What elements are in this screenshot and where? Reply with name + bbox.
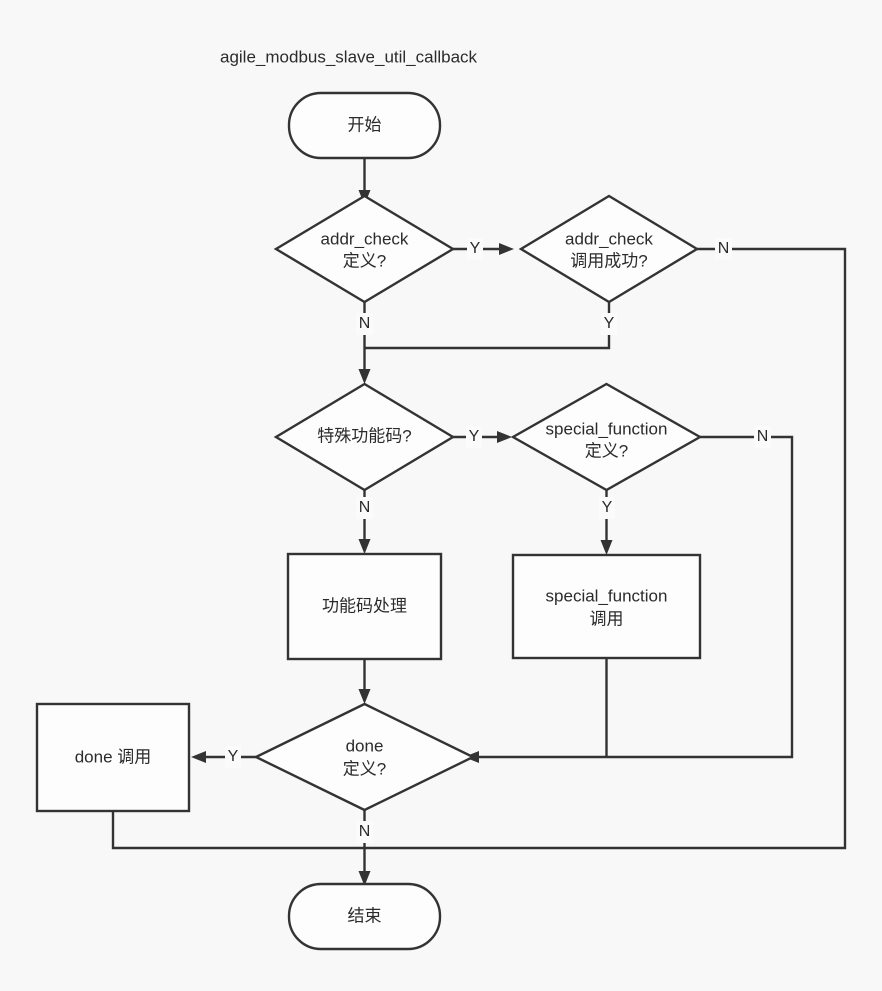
arrowhead-function-process-to-done <box>358 689 371 704</box>
edge-label-addr-check-yes-text: Y <box>470 240 481 257</box>
node-layer: 开始 addr_check 定义? addr_check 调用成功? 特殊功能码… <box>35 91 703 951</box>
special-code-label-1: 特殊功能码? <box>317 426 411 445</box>
edge-done-call-to-end <box>111 811 365 850</box>
end-node-shape <box>287 882 442 951</box>
edge-label-special-function-yes: Y <box>599 497 615 519</box>
done-call-label-1: done 调用 <box>75 747 152 766</box>
node-start[interactable]: 开始 <box>287 91 442 160</box>
addr-check-defined-shape <box>273 194 456 304</box>
arrowhead-special-code-no <box>358 539 371 554</box>
node-special-function-defined[interactable]: special_function 定义? <box>510 382 703 492</box>
edge-label-addr-check-success-no-bg <box>715 238 732 260</box>
start-node-label: 开始 <box>348 115 382 134</box>
node-special-code[interactable]: 特殊功能码? <box>273 382 456 492</box>
node-done-defined[interactable]: done 定义? <box>253 702 476 812</box>
edge-label-addr-check-yes: Y <box>467 238 483 260</box>
edge-label-special-code-no-text: N <box>359 499 371 516</box>
done-defined-shape <box>253 702 476 812</box>
arrowhead-addr-check-no <box>358 369 371 384</box>
edge-label-addr-check-success-no: N <box>715 238 732 260</box>
node-addr-check-success[interactable]: addr_check 调用成功? <box>518 194 700 304</box>
edge-label-special-code-yes-text: Y <box>469 428 480 445</box>
special-function-defined-shape <box>510 382 703 492</box>
edge-label-done-yes: Y <box>225 746 241 768</box>
edge-label-done-yes-text: Y <box>228 748 239 765</box>
node-special-function-call[interactable]: special_function 调用 <box>511 553 702 660</box>
edge-label-done-no-bg <box>356 821 373 843</box>
edge-addr-check-success-no <box>364 247 847 850</box>
edge-label-special-code-no-bg <box>356 497 373 519</box>
special-function-call-label-1: special_function <box>546 586 668 605</box>
edge-label-special-function-yes-bg <box>599 497 615 519</box>
arrowhead-done-no <box>358 871 371 886</box>
node-end[interactable]: 结束 <box>287 882 442 951</box>
addr-check-defined-label-2: 定义? <box>343 251 386 270</box>
edge-label-special-code-yes-bg <box>466 426 482 448</box>
edge-layer: addr_check_success --> down to special_c… <box>111 158 847 886</box>
end-node-label: 结束 <box>348 906 382 925</box>
addr-check-defined-label-1: addr_check <box>321 229 409 248</box>
edge-label-layer: Y N N Y Y N <box>225 238 771 843</box>
edge-label-special-function-no: N <box>754 426 771 448</box>
arrowhead-special-function-yes <box>600 540 613 555</box>
edge-label-addr-check-no: N <box>356 313 373 335</box>
edge-label-done-no: N <box>356 821 373 843</box>
special-function-call-shape <box>511 553 702 660</box>
node-done-call[interactable]: done 调用 <box>35 702 191 813</box>
special-function-defined-label-1: special_function <box>546 419 668 438</box>
page-title: agile_modbus_slave_util_callback <box>220 47 478 66</box>
edge-label-special-function-no-text: N <box>757 428 769 445</box>
special-function-call-label-2: 调用 <box>590 609 624 628</box>
edge-label-special-code-no: N <box>356 497 373 519</box>
arrowhead-special-code-yes <box>497 431 512 443</box>
addr-check-success-shape <box>518 194 700 304</box>
edge-special-function-no <box>473 435 794 759</box>
edge-label-addr-check-no-text: N <box>359 315 371 332</box>
edge-label-addr-check-success-yes: Y <box>601 313 617 335</box>
edge-label-addr-check-success-yes-bg <box>601 313 617 335</box>
function-code-process-shape <box>286 552 443 661</box>
edge-label-special-code-yes: Y <box>466 426 482 448</box>
edge-label-done-yes-bg <box>225 746 241 768</box>
node-addr-check-defined[interactable]: addr_check 定义? <box>273 194 456 304</box>
done-defined-label-1: done <box>346 736 384 755</box>
special-function-defined-label-2: 定义? <box>585 441 628 460</box>
arrowhead-done-yes <box>191 751 206 763</box>
addr-check-success-label-1: addr_check <box>565 229 653 248</box>
edge-label-addr-check-yes-bg <box>467 238 483 260</box>
edge-label-done-no-text: N <box>359 823 371 840</box>
addr-check-success-label-2: 调用成功? <box>570 251 647 270</box>
edge-label-addr-check-success-no-text: N <box>718 240 730 257</box>
start-node-shape <box>287 91 442 160</box>
edge-addr-check-success-yes <box>364 302 611 350</box>
done-call-shape <box>35 702 191 813</box>
special-code-shape <box>273 382 456 492</box>
arrowhead-addr-check-yes <box>499 243 514 255</box>
edge-label-special-function-no-bg <box>754 426 771 448</box>
edge-label-addr-check-no-bg <box>356 313 373 335</box>
node-function-code-process[interactable]: 功能码处理 <box>286 552 443 661</box>
function-code-process-label-1: 功能码处理 <box>322 596 407 615</box>
edge-label-special-function-yes-text: Y <box>602 499 613 516</box>
edge-label-addr-check-success-yes-text: Y <box>604 315 615 332</box>
done-defined-label-2: 定义? <box>343 759 386 778</box>
